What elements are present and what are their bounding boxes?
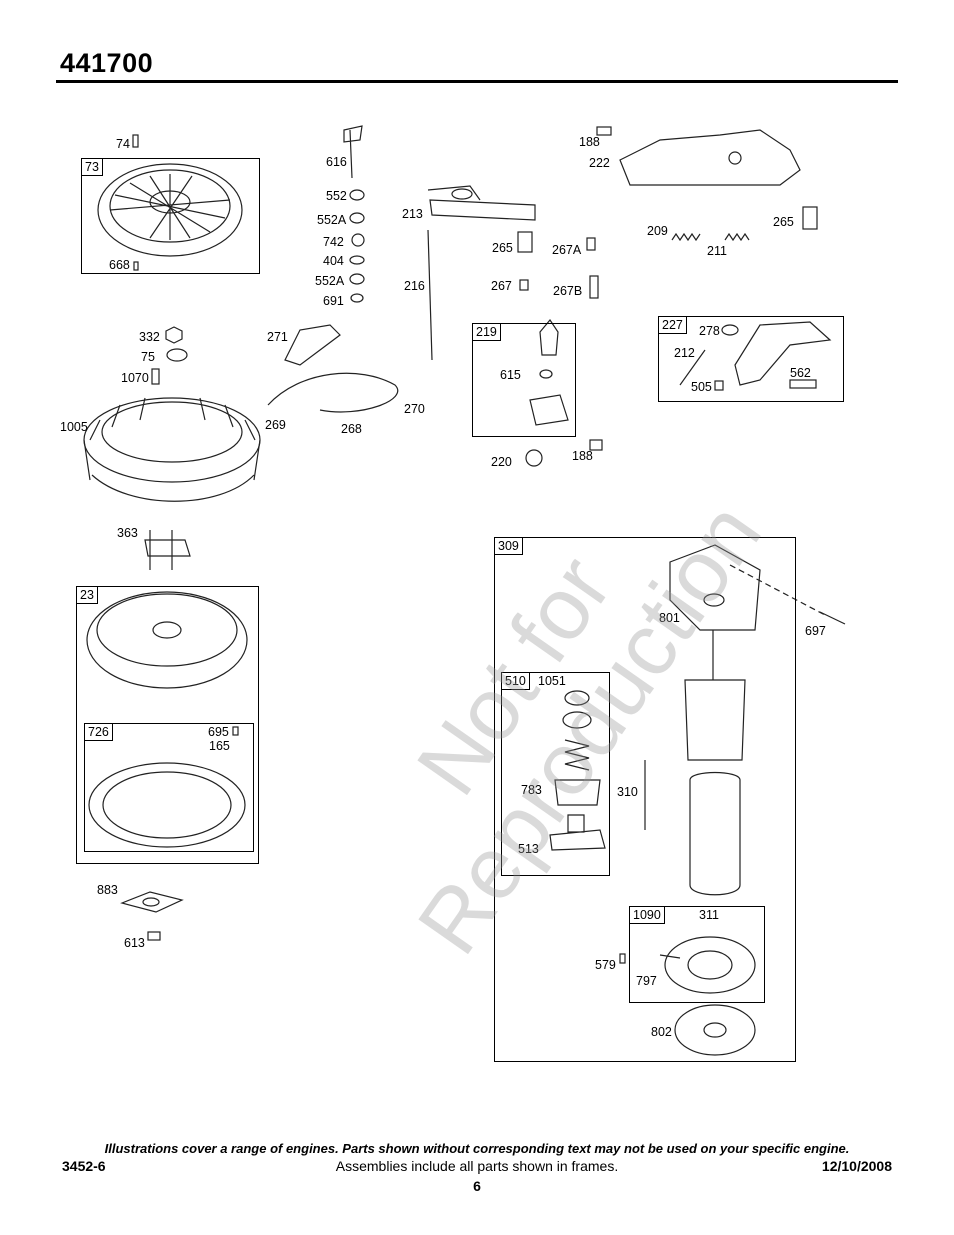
doc-date: 12/10/2008	[821, 1158, 892, 1174]
frame-219: 219	[472, 323, 576, 437]
part-label: 265	[773, 215, 794, 229]
part-label: 188	[579, 135, 600, 149]
part-label: 188	[572, 449, 593, 463]
frame-309: 309	[494, 537, 796, 1062]
part-label: 222	[589, 156, 610, 170]
part-label: 552A	[317, 213, 347, 227]
part-label: 271	[267, 330, 288, 344]
page-number: 6	[473, 1178, 481, 1194]
part-label: 579	[595, 958, 616, 972]
part-label: 1070	[121, 371, 149, 385]
part-label: 615	[500, 368, 521, 382]
frame-label: 227	[659, 317, 687, 334]
frame-227: 227	[658, 316, 844, 402]
part-label: 695	[208, 725, 229, 739]
part-label: 265	[492, 241, 513, 255]
page-title: 441700	[60, 48, 154, 78]
frame-label: 23	[77, 587, 98, 604]
part-label: 1051	[538, 674, 566, 688]
part-label: 404	[323, 254, 344, 268]
part-label: 270	[404, 402, 425, 416]
header-rule	[56, 80, 898, 83]
frame-510: 510	[501, 672, 610, 876]
part-label: 74	[116, 137, 130, 151]
part-label: 552	[326, 189, 347, 203]
part-label: 697	[805, 624, 826, 638]
frame-label: 726	[85, 724, 113, 741]
part-label: 267B	[553, 284, 583, 298]
part-label: 883	[97, 883, 118, 897]
frame-label: 510	[502, 673, 530, 690]
frame-label: 73	[82, 159, 103, 176]
frame-label: 1090	[630, 907, 665, 924]
footer-note: Illustrations cover a range of engines. …	[104, 1141, 850, 1156]
frame-726: 726	[84, 723, 254, 852]
frame-label: 309	[495, 538, 523, 555]
frame-23: 23	[76, 586, 259, 864]
part-label: 269	[265, 418, 286, 432]
part-label: 278	[699, 324, 720, 338]
part-label: 783	[521, 783, 542, 797]
part-label: 311	[699, 908, 719, 922]
part-label: 513	[518, 842, 539, 856]
part-label: 1005	[60, 420, 88, 434]
part-label: 165	[209, 739, 230, 753]
part-label: 552A	[315, 274, 345, 288]
part-label: 216	[404, 279, 425, 293]
part-label: 211	[707, 244, 727, 258]
part-label: 797	[636, 974, 657, 988]
frame-1090: 1090	[629, 906, 765, 1003]
part-label: 213	[402, 207, 423, 221]
part-label: 268	[341, 422, 362, 436]
part-label: 802	[651, 1025, 672, 1039]
part-label: 209	[647, 224, 668, 238]
part-label: 668	[109, 258, 130, 272]
part-label: 220	[491, 455, 512, 469]
doc-number: 3452-6	[62, 1158, 106, 1174]
part-label: 691	[323, 294, 344, 308]
part-label: 616	[326, 155, 347, 169]
part-label: 801	[659, 611, 680, 625]
part-label: 363	[117, 526, 138, 540]
assemblies-note: Assemblies include all parts shown in fr…	[335, 1158, 619, 1174]
frame-73: 73	[81, 158, 260, 274]
part-label: 613	[124, 936, 145, 950]
part-label: 310	[617, 785, 638, 799]
part-label: 267A	[552, 243, 582, 257]
part-label: 212	[674, 346, 695, 360]
part-label: 267	[491, 279, 512, 293]
part-label: 505	[691, 380, 712, 394]
part-label: 562	[790, 366, 811, 380]
part-label: 742	[323, 235, 344, 249]
part-label: 75	[141, 350, 155, 364]
frame-label: 219	[473, 324, 501, 341]
part-label: 332	[139, 330, 160, 344]
